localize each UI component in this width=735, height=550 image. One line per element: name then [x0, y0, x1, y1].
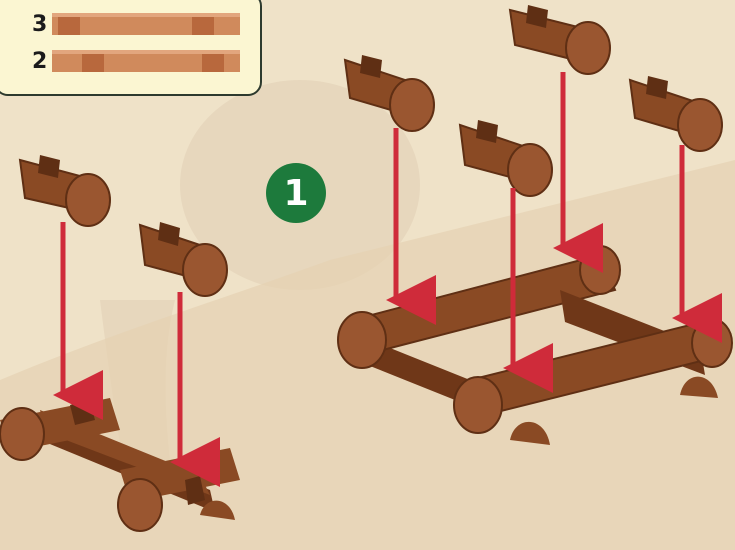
long-plank-icon	[52, 48, 240, 74]
parts-list-panel: 3 2	[0, 0, 262, 96]
part-quantity: 2	[32, 49, 50, 74]
part-quantity: 3	[32, 12, 50, 37]
parts-list-item: 2	[32, 48, 240, 74]
long-plank-icon	[52, 11, 240, 37]
step-number-badge: 1	[266, 163, 326, 223]
parts-list-item: 3	[32, 11, 240, 37]
step-number: 1	[283, 173, 308, 214]
